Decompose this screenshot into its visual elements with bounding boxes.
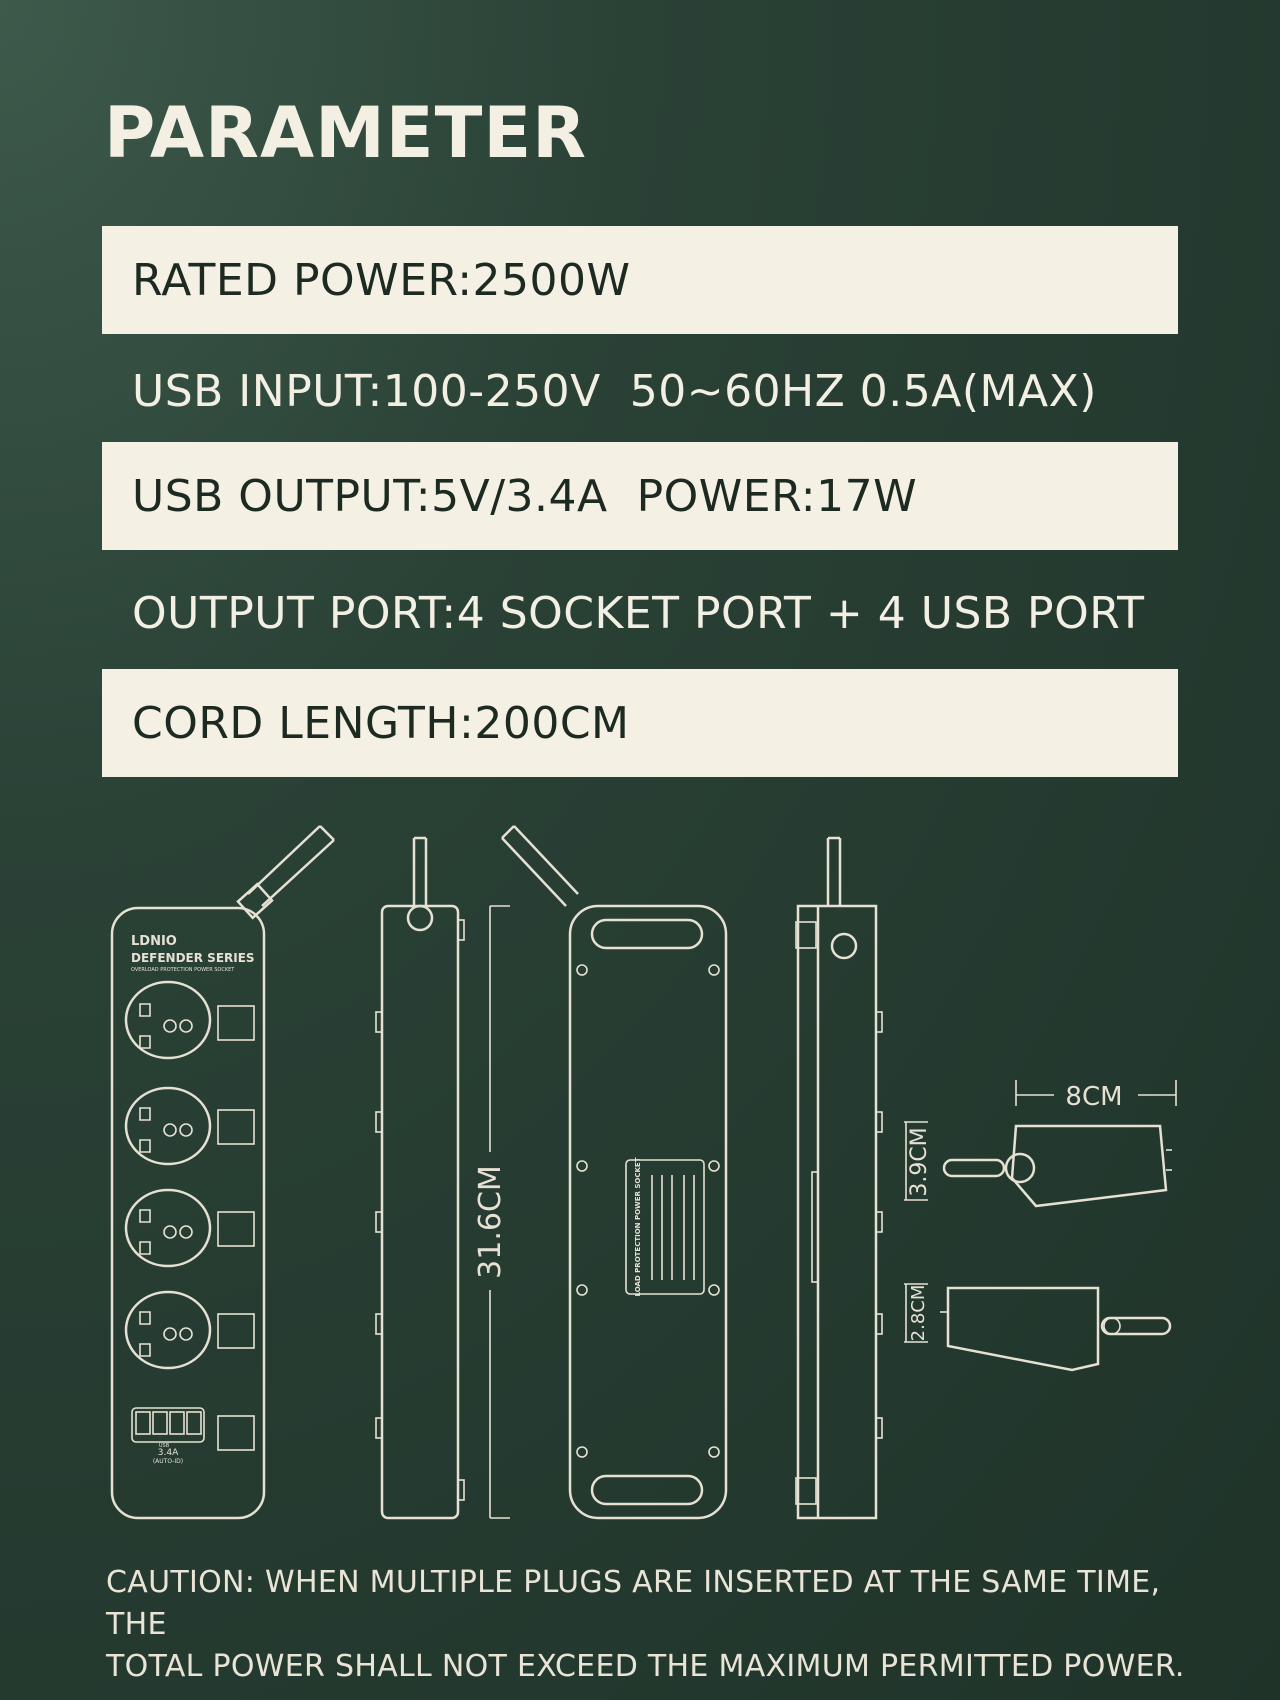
usb-rating-text: 3.4A: [158, 1448, 179, 1458]
side-view-left: 31.6CM: [375, 836, 510, 1520]
series-sub-text: OVERLOAD PROTECTION POWER SOCKET: [131, 967, 235, 973]
side-view-right: [795, 836, 883, 1520]
spec-output-port: OUTPUT PORT:4 SOCKET PORT + 4 USB PORT: [132, 587, 1145, 639]
dimension-height-max-label: 3.9CM: [907, 1127, 932, 1196]
front-view: LDNIO DEFENDER SERIES OVERLOAD PROTECTIO…: [110, 825, 335, 1520]
socket-2: [124, 1086, 255, 1166]
socket-1: [124, 980, 255, 1060]
caution-note: CAUTION: WHEN MULTIPLE PLUGS ARE INSERTE…: [106, 1562, 1186, 1688]
socket-4: [124, 1290, 255, 1370]
brand-logo-text: LDNIO: [131, 934, 177, 949]
usb-ports: USB 3.4A (AUTO-ID): [131, 1407, 255, 1465]
spec-cord-length: CORD LENGTH:200CM: [102, 669, 1178, 777]
profile-top: 8CM 3.9CM: [904, 1080, 1177, 1208]
usb-type-text: USB: [159, 1443, 170, 1449]
spec-usb-input: USB INPUT:100-250V 50~60HZ 0.5A(MAX): [132, 365, 1097, 417]
profile-bottom: 2.8CM: [904, 1283, 1172, 1372]
dimension-height-min-label: 2.8CM: [908, 1285, 929, 1342]
spec-usb-output: USB OUTPUT:5V/3.4A POWER:17W: [102, 442, 1178, 550]
spec-rated-power: RATED POWER:2500W: [102, 226, 1178, 334]
caution-line-1: CAUTION: WHEN MULTIPLE PLUGS ARE INSERTE…: [106, 1565, 1161, 1642]
page-title: PARAMETER: [104, 92, 588, 174]
usb-auto-text: (AUTO-ID): [153, 1458, 183, 1465]
socket-3: [124, 1188, 255, 1268]
dimension-length-label: 31.6CM: [473, 1165, 508, 1279]
dimension-width-label: 8CM: [1065, 1082, 1122, 1112]
series-text: DEFENDER SERIES: [131, 951, 255, 965]
caution-line-2: TOTAL POWER SHALL NOT EXCEED THE MAXIMUM…: [106, 1649, 1185, 1684]
back-view: LOAD PROTECTION POWER SOCKET: [501, 825, 728, 1520]
back-label-title: LOAD PROTECTION POWER SOCKET: [634, 1157, 642, 1296]
